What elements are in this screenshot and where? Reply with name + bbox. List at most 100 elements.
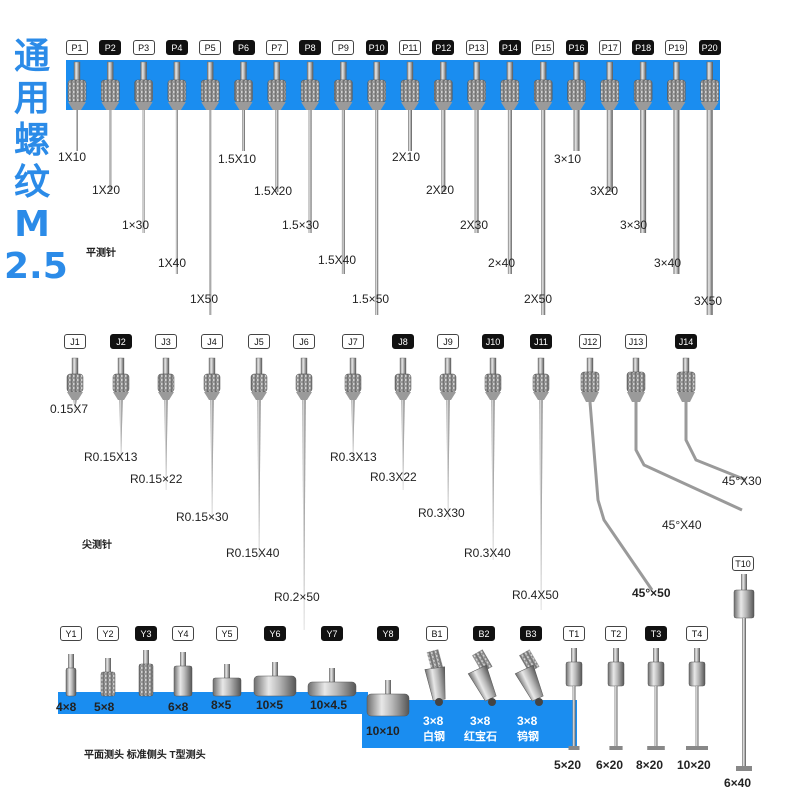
thread-stub xyxy=(349,357,357,375)
t-head-body xyxy=(607,661,625,687)
probe-size-label: R0.15×22 xyxy=(130,472,183,486)
thread-stub xyxy=(406,61,414,81)
probe-size-label: 1×30 xyxy=(122,218,150,232)
probe-material-label: 红宝石 xyxy=(464,731,497,743)
thread-stub xyxy=(143,650,149,664)
probe-code-p10: P10 xyxy=(365,40,388,55)
probe-pin xyxy=(706,110,713,315)
probe-size-label: 1.5X20 xyxy=(254,184,293,198)
probe-size-label: 10×10 xyxy=(366,724,400,738)
head-taper xyxy=(434,102,453,110)
t-bar xyxy=(647,746,665,750)
probe-pin xyxy=(441,110,446,192)
point-probe-caption: 尖测针 xyxy=(82,540,112,551)
probe-size-label: 45°X40 xyxy=(662,518,702,532)
t-head-body xyxy=(647,661,665,687)
head-taper xyxy=(567,102,586,110)
probe-pin xyxy=(76,110,78,151)
probe-code-p16: P16 xyxy=(565,40,588,55)
angled-pin xyxy=(588,401,654,591)
probe-pin xyxy=(142,110,145,233)
probe-size-label: 2X10 xyxy=(392,150,421,164)
knurled-head xyxy=(112,373,130,393)
thread-stub xyxy=(639,61,647,81)
t-bar xyxy=(686,746,708,750)
probe-pin xyxy=(209,110,212,315)
probe-code-p7: P7 xyxy=(265,40,288,55)
t-stem xyxy=(742,618,746,768)
head-taper xyxy=(68,102,86,110)
needle-pin xyxy=(351,400,355,460)
probe-pin xyxy=(341,110,345,274)
head-taper xyxy=(201,102,220,110)
thread-stub xyxy=(140,61,147,81)
probe-code-p11: P11 xyxy=(399,40,421,55)
knurled-head xyxy=(250,373,268,393)
probe-size-label: 4×8 xyxy=(56,700,77,714)
head-taper xyxy=(113,392,129,400)
probe-code-j5: J5 xyxy=(248,334,270,349)
probe-pin xyxy=(640,110,647,233)
thread-stub xyxy=(440,61,447,81)
knurled-head xyxy=(66,373,84,393)
probe-pin xyxy=(275,110,279,192)
probe-size-label: R0.3X40 xyxy=(464,546,511,560)
probe-code-p12: P12 xyxy=(432,40,455,55)
head-taper xyxy=(534,102,553,110)
thread-stub xyxy=(329,668,335,682)
head-taper xyxy=(581,392,599,402)
flat-head-body xyxy=(138,663,154,697)
probe-code-b3: B3 xyxy=(520,626,542,641)
thread-stub xyxy=(540,61,547,81)
probe-code-y5: Y5 xyxy=(216,626,238,641)
head-taper xyxy=(234,102,253,110)
knurled-head xyxy=(394,373,412,393)
thread-stub xyxy=(586,357,594,373)
probe-size-label: 3X50 xyxy=(694,294,723,308)
knurled-head xyxy=(533,79,553,103)
head-taper xyxy=(533,392,549,400)
probe-code-p13: P13 xyxy=(465,40,488,55)
thread-stub xyxy=(573,61,580,81)
knurled-head xyxy=(300,79,320,103)
probe-code-t2: T2 xyxy=(605,626,627,641)
probe-size-label: 10×20 xyxy=(677,758,711,772)
probe-code-y4: Y4 xyxy=(172,626,194,641)
needle-pin xyxy=(73,400,77,410)
thread-stub xyxy=(173,61,181,81)
t-stem xyxy=(614,686,618,748)
t-stem xyxy=(695,686,699,748)
probe-code-p3: P3 xyxy=(132,40,155,55)
probe-size-label: 3×8 xyxy=(470,714,491,728)
thread-stub xyxy=(426,649,444,672)
thread-stub xyxy=(489,357,497,375)
probe-size-label: R0.15×30 xyxy=(176,510,229,524)
head-taper xyxy=(440,392,456,400)
probe-code-j12: J12 xyxy=(579,334,601,349)
probe-pin xyxy=(175,110,178,274)
ball-head-body xyxy=(467,664,497,702)
probe-code-j1: J1 xyxy=(64,334,86,349)
head-taper xyxy=(101,102,120,110)
thread-stub xyxy=(385,680,391,694)
flat-head-disc xyxy=(366,693,410,717)
head-taper xyxy=(296,392,312,400)
probe-code-j3: J3 xyxy=(155,334,177,349)
probe-pin xyxy=(573,110,580,151)
probe-code-p20: P20 xyxy=(698,40,721,55)
probe-size-label: 3×40 xyxy=(654,256,682,270)
probe-size-label: R0.15X13 xyxy=(84,450,138,464)
thread-stub xyxy=(306,61,314,81)
head-taper xyxy=(204,392,220,400)
vertical-title: 通 用 螺 纹 M 2.5 xyxy=(4,36,68,288)
t-stem xyxy=(654,686,658,748)
head-taper xyxy=(401,102,419,110)
knurled-head xyxy=(700,79,719,103)
knurled-head xyxy=(626,371,646,393)
knurled-head xyxy=(532,373,550,393)
title-char: M xyxy=(14,204,50,245)
flat-head-band xyxy=(58,692,368,714)
knurled-head xyxy=(167,79,187,103)
knurled-head xyxy=(344,373,362,393)
probe-size-label: 6×40 xyxy=(724,776,752,790)
